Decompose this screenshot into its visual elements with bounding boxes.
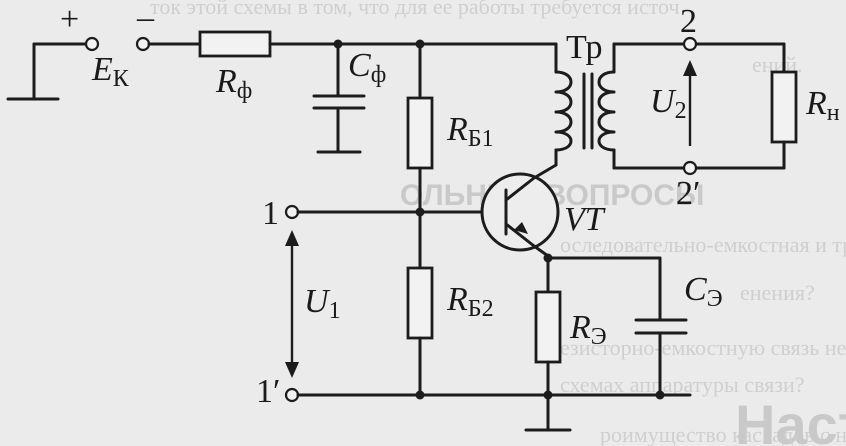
resistor-rb1: [406, 96, 434, 170]
supply-plus-terminal: [84, 36, 100, 52]
resistor-re: [534, 290, 562, 364]
capacitor-cf-label: Cф: [348, 47, 386, 88]
transistor-label: VT: [564, 201, 606, 238]
transformer-primary-coil: [554, 70, 573, 152]
output-label-2: 2: [680, 3, 697, 40]
input-label-1-prime: 1′: [256, 373, 280, 410]
output-voltage-arrow: [683, 60, 697, 76]
output-voltage-label: U2: [650, 83, 687, 124]
resistor-rf-label: Rф: [215, 63, 252, 104]
bg-line-1: ток этой схемы в том, что для ее работы …: [150, 0, 680, 19]
capacitor-ce-label: CЭ: [684, 271, 723, 312]
bg-line-7: роимущество каскадов с непосредственными…: [600, 422, 846, 446]
ground-symbol-left: [6, 42, 88, 101]
resistor-re-label: RЭ: [569, 309, 607, 350]
input-voltage-arrow-up: [285, 230, 299, 246]
transformer-secondary-coil: [597, 70, 616, 152]
input-voltage-label: U1: [304, 283, 341, 324]
transistor-vt: [480, 172, 560, 252]
input-terminal-1: [284, 204, 300, 220]
supply-minus-sign: –: [136, 0, 155, 36]
bg-large-text: Наст: [735, 393, 846, 446]
resistor-rb1-label: RБ1: [446, 111, 494, 152]
resistor-rload: [770, 70, 798, 144]
output-terminal-2-prime: [682, 160, 698, 176]
bg-line-5: езисторно-емкостную связь нежелательно и…: [560, 335, 846, 360]
bg-line-4: енения?: [740, 280, 815, 305]
resistor-rload-label: Rн: [805, 85, 840, 126]
resistor-rb2-label: RБ2: [446, 281, 494, 322]
background-text: ток этой схемы в том, что для ее работы …: [150, 0, 846, 446]
emitter-arrow: [514, 222, 528, 234]
supply-minus-terminal: [135, 36, 151, 52]
output-label-2-prime: 2′: [676, 175, 700, 212]
supply-label: EК: [91, 51, 130, 92]
resistor-rb2: [406, 266, 434, 340]
resistor-rf: [198, 30, 272, 58]
supply-plus-sign: +: [60, 1, 79, 38]
output-terminal-2: [682, 36, 698, 52]
input-label-1: 1: [262, 195, 279, 232]
input-terminal-1-prime: [284, 387, 300, 403]
bg-line-3: оследовательно-емкостная и трансформатор…: [560, 232, 846, 257]
transformer-label: Тр: [566, 29, 602, 66]
bg-line-6: схемах аппаратуры связи?: [560, 372, 805, 397]
input-voltage-arrow-down: [285, 362, 299, 378]
